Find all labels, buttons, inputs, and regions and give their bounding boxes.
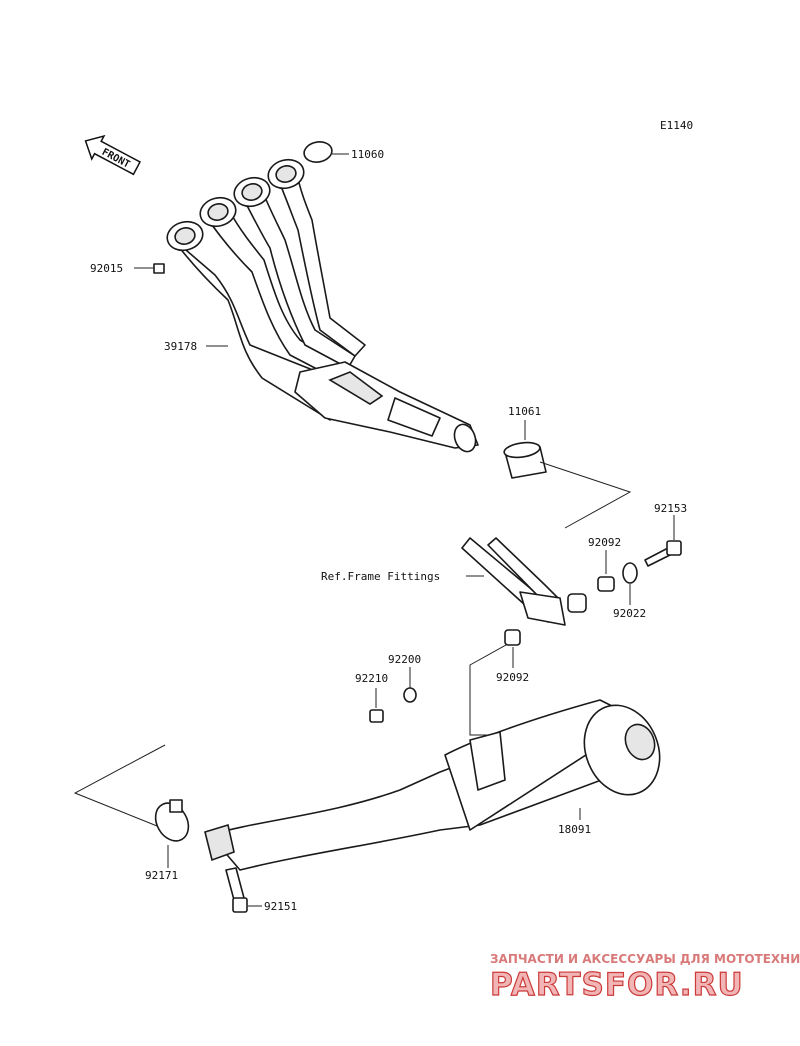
washer-92200 — [403, 687, 417, 703]
label-11061: 11061 — [508, 405, 541, 418]
bolt-92151 — [225, 867, 248, 913]
label-ref-frame-fittings: Ref.Frame Fittings — [321, 570, 440, 583]
watermark-logo: PARTSFOR.RU — [490, 967, 744, 1003]
frame-bracket — [461, 537, 587, 626]
washer-92022 — [622, 562, 638, 584]
gasket-11060 — [303, 141, 333, 163]
exhaust-header-39178 — [166, 158, 479, 453]
label-11060: 11060 — [351, 148, 384, 161]
label-92171: 92171 — [145, 869, 178, 882]
label-92153: 92153 — [654, 502, 687, 515]
clamp-92171 — [154, 799, 190, 842]
label-92015: 92015 — [90, 262, 123, 275]
label-92200: 92200 — [388, 653, 421, 666]
label-92092-top: 92092 — [588, 536, 621, 549]
label-92210: 92210 — [355, 672, 388, 685]
label-92151: 92151 — [264, 900, 297, 913]
watermark-tagline: ЗАПЧАСТИ И АКСЕССУАРЫ ДЛЯ МОТОТЕХНИКИ — [490, 952, 800, 966]
front-arrow-icon: FRONT — [84, 134, 142, 176]
diagram-code: E1140 — [660, 119, 693, 132]
collar-92092-top — [597, 576, 615, 592]
nut-92015 — [153, 263, 165, 274]
label-39178: 39178 — [164, 340, 197, 353]
muffler-18091 — [204, 699, 661, 871]
bolt-92153 — [644, 540, 682, 567]
gasket-11061 — [503, 441, 547, 479]
label-18091: 18091 — [558, 823, 591, 836]
label-92092-bottom: 92092 — [496, 671, 529, 684]
label-92022: 92022 — [613, 607, 646, 620]
collar-92092-bottom — [504, 629, 521, 646]
nut-92210 — [369, 709, 384, 723]
